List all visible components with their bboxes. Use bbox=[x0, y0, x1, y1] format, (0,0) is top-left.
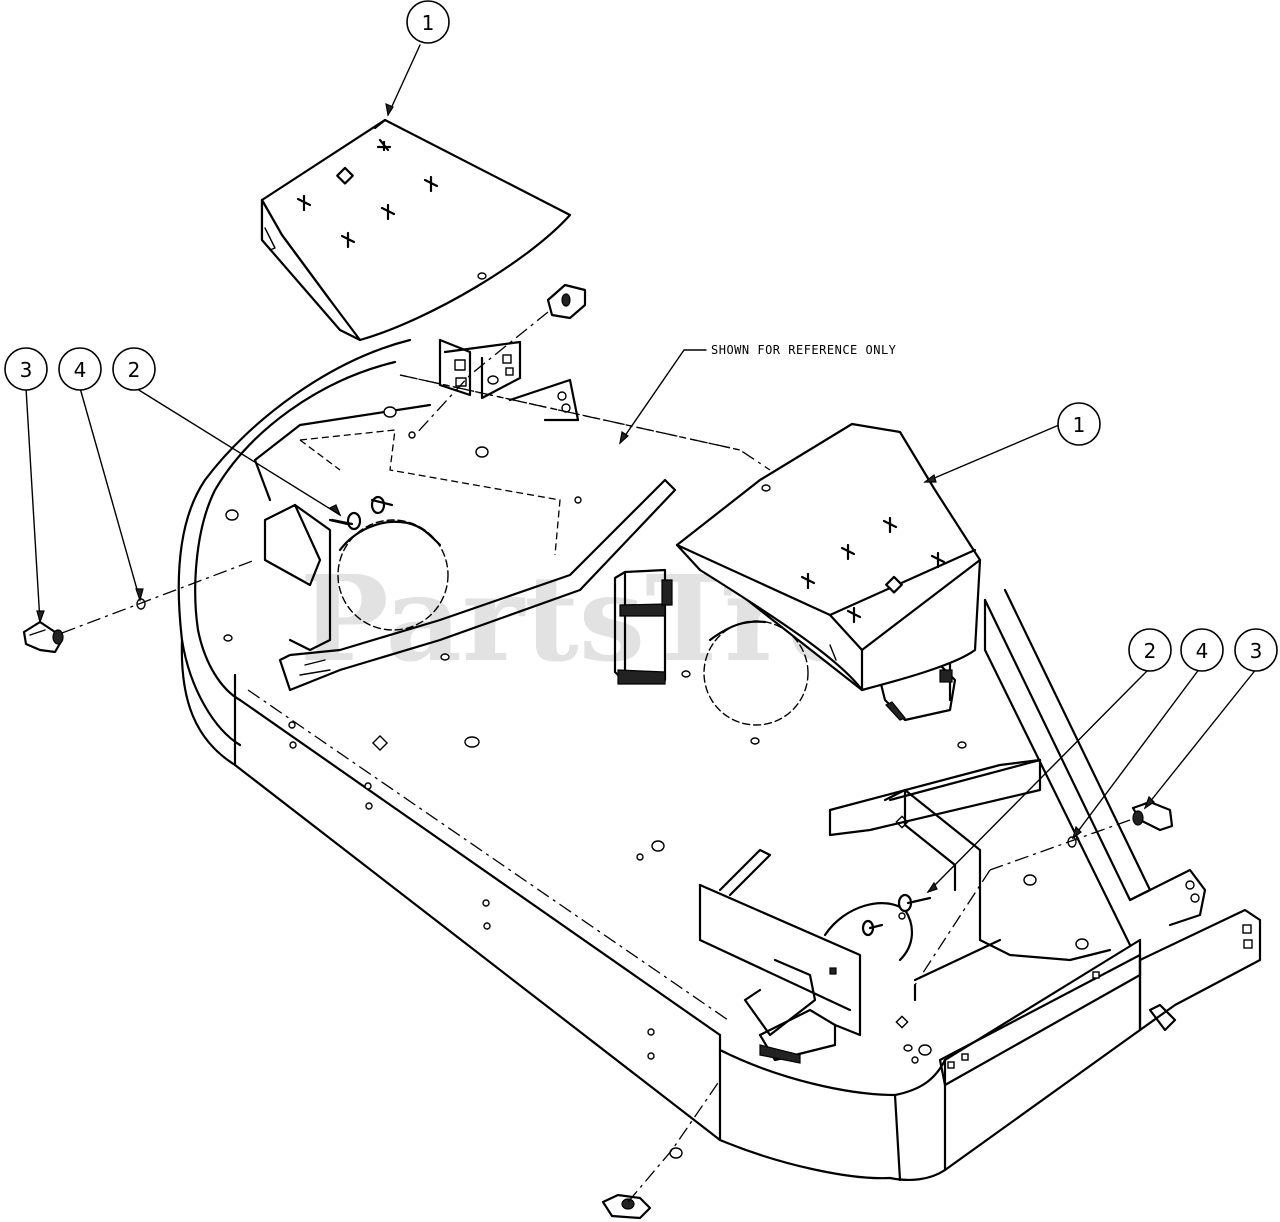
part-1-right-guard bbox=[675, 422, 982, 692]
callout-label: 3 bbox=[20, 358, 33, 382]
part-3-wing-knob-left bbox=[22, 620, 64, 654]
bottom-hardware-axis-line bbox=[627, 1079, 721, 1203]
part-1-upper-left-guard bbox=[260, 118, 572, 342]
left-spindle-bracket bbox=[225, 338, 677, 692]
part-2-bolt-left bbox=[330, 518, 354, 526]
right-hardware-axis-line bbox=[989, 819, 1131, 871]
callout-2-right: 2 bbox=[1128, 628, 1172, 672]
callout-1-right: 1 bbox=[1057, 402, 1101, 446]
reference-axis-line bbox=[399, 374, 771, 471]
callout-label: 2 bbox=[128, 358, 141, 382]
leader-lines bbox=[25, 44, 1258, 893]
left-hardware-axis-line bbox=[61, 559, 256, 634]
part-3-wing-knob-right bbox=[1131, 800, 1174, 832]
callout-label: 3 bbox=[1250, 639, 1263, 663]
part-1-mounting-holes bbox=[296, 138, 487, 280]
callout-label: 1 bbox=[1073, 413, 1086, 437]
callout-4-right: 4 bbox=[1180, 628, 1224, 672]
callout-3-right: 3 bbox=[1234, 628, 1278, 672]
part-2-bolt-right bbox=[861, 893, 932, 937]
bottom-wing-knob bbox=[601, 1193, 652, 1220]
mower-deck-housing bbox=[177, 338, 1142, 1182]
callout-2-left: 2 bbox=[112, 347, 156, 391]
center-belt-guide bbox=[613, 568, 673, 685]
bottom-washer bbox=[669, 1147, 683, 1159]
rear-hardware-axis-line bbox=[414, 311, 549, 436]
callout-label: 2 bbox=[1144, 639, 1157, 663]
part-4-washer-left bbox=[136, 598, 146, 610]
callout-label: 4 bbox=[1196, 639, 1209, 663]
callout-1-top: 1 bbox=[406, 0, 450, 44]
callout-3-left: 3 bbox=[4, 347, 48, 391]
reference-note: SHOWN FOR REFERENCE ONLY bbox=[711, 343, 897, 357]
rear-bracket-knob bbox=[546, 283, 587, 320]
callout-label: 4 bbox=[74, 358, 87, 382]
right-rear-arm-assembly bbox=[828, 588, 1262, 1087]
callout-4-left: 4 bbox=[58, 347, 102, 391]
front-spindle-bracket bbox=[698, 848, 1002, 1064]
leader-arrowheads bbox=[36, 103, 1155, 894]
callout-label: 1 bbox=[422, 11, 435, 35]
right-spindle-axis-line bbox=[914, 869, 991, 986]
